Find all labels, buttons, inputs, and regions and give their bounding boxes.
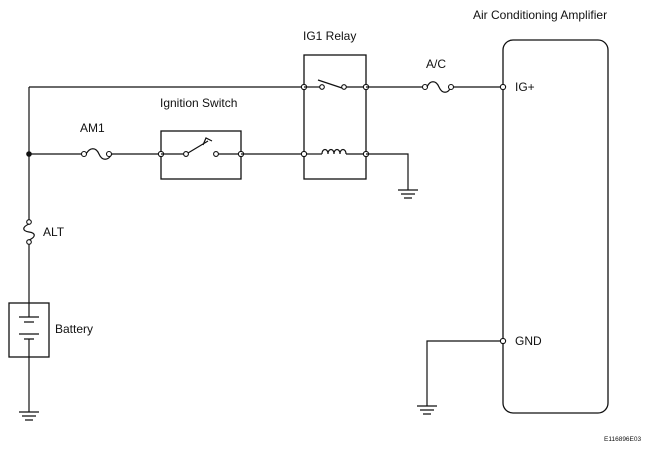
am1-fuse: [85, 148, 113, 160]
ign-switch-knob: [202, 137, 213, 146]
ground-symbol-amp: [417, 405, 437, 415]
amplifier-box: [502, 39, 609, 414]
relay-label: IG1 Relay: [303, 29, 356, 43]
ac-fuse-terminal-right: [447, 83, 455, 91]
ign-contact-left: [183, 151, 189, 157]
relay-contact-right: [341, 84, 347, 90]
relay-coil: [321, 148, 347, 155]
relay-contact-arm: [317, 79, 343, 89]
ig-plus-terminal: [499, 83, 507, 91]
alt-fuse: [23, 223, 35, 241]
relay-contact-left: [319, 84, 325, 90]
ign-contact-right: [213, 151, 219, 157]
ac-fuse-label: A/C: [426, 57, 446, 71]
ignition-switch-label: Ignition Switch: [160, 96, 237, 110]
amplifier-label: Air Conditioning Amplifier: [473, 8, 607, 22]
ign-switch-arm: [187, 140, 209, 154]
figure-code: E116896E03: [604, 436, 641, 443]
ground-symbol-battery: [19, 411, 39, 421]
gnd-terminal: [499, 337, 507, 345]
am1-terminal-left: [80, 150, 88, 158]
ground-symbol-relay: [398, 189, 418, 199]
am1-label: AM1: [80, 121, 105, 135]
am1-terminal-right: [105, 150, 113, 158]
wire-gnd: [426, 340, 501, 406]
alt-fuse-terminal-top: [26, 219, 32, 225]
ig-plus-label: IG+: [515, 80, 535, 94]
wire-coil-ground: [366, 153, 409, 190]
battery-label: Battery: [55, 322, 93, 336]
gnd-label: GND: [515, 334, 542, 348]
ac-fuse: [426, 81, 452, 93]
ignition-switch-box: [160, 130, 242, 180]
battery-symbol: [19, 303, 39, 357]
relay-terminal-3: [300, 150, 308, 158]
relay-box: [303, 54, 367, 180]
ac-fuse-terminal-left: [421, 83, 429, 91]
alt-fuse-label: ALT: [43, 225, 65, 239]
alt-fuse-terminal-bottom: [26, 239, 32, 245]
